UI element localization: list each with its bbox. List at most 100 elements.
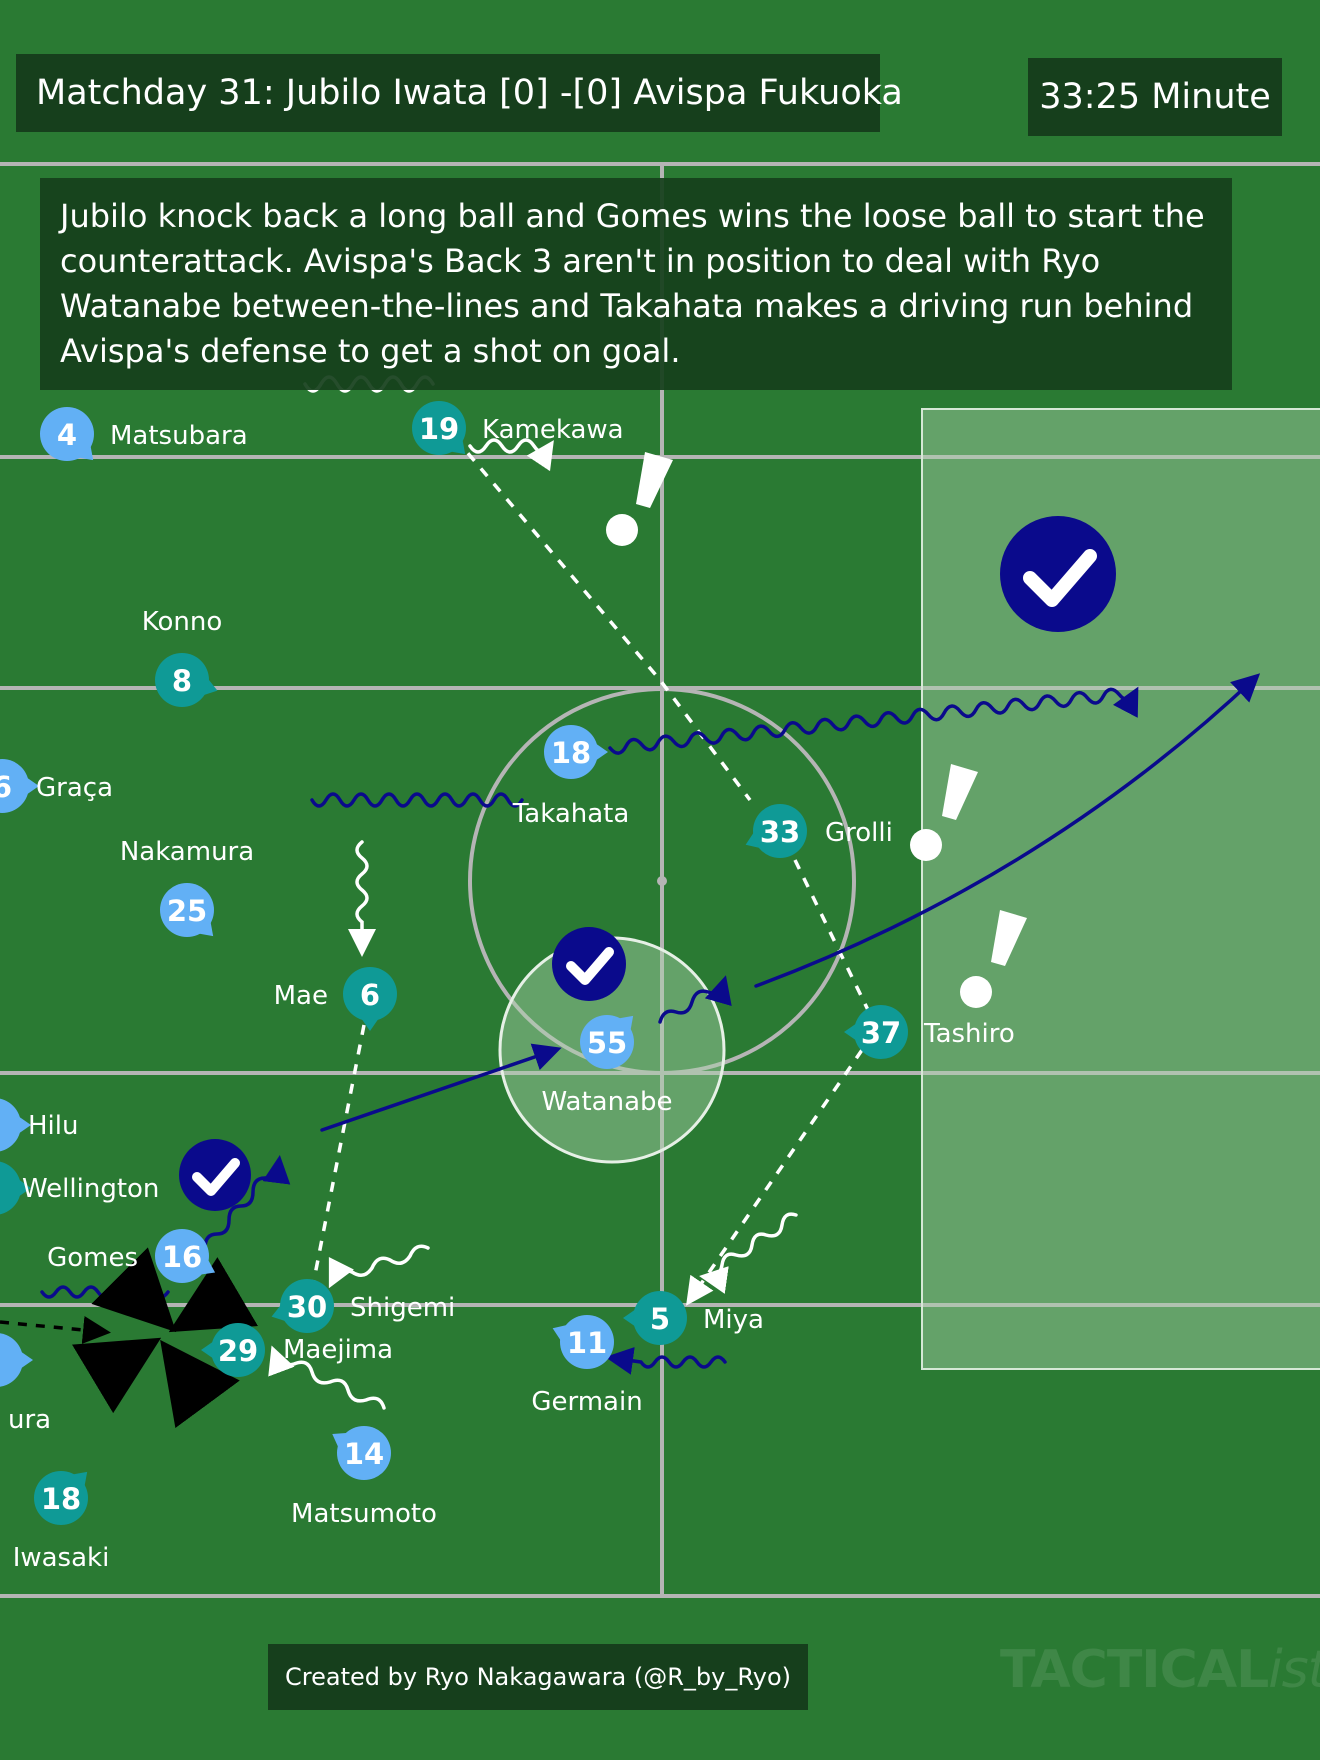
match-title: Matchday 31: Jubilo Iwata [0] -[0] Avisp… [16, 54, 903, 132]
centre-spot [657, 876, 667, 886]
move-kamekawa-2 [468, 438, 554, 472]
player-number: 6 [360, 978, 380, 1012]
run-watanabe-carry [658, 975, 732, 1024]
player-number: 4 [57, 418, 77, 452]
player-dot [155, 653, 209, 707]
run-germain [605, 1347, 727, 1375]
player-dot [854, 1005, 908, 1059]
match-minute: 33:25 Minute [1028, 58, 1282, 136]
player-dot [0, 1333, 23, 1387]
player-name: Gomes [47, 1243, 138, 1273]
player-number: 33 [760, 815, 800, 849]
player-dot [544, 725, 598, 779]
player-dot [633, 1291, 687, 1345]
move-shigemi [328, 1244, 430, 1289]
player-number: 14 [344, 1437, 384, 1471]
player-marker: 25 Nakamura [120, 837, 254, 937]
press-arrow-2 [168, 1257, 258, 1333]
player-direction-pointer [595, 743, 608, 761]
player-dot [40, 407, 94, 461]
player-dot [412, 401, 466, 455]
player-dot [34, 1471, 88, 1525]
player-dot [280, 1279, 334, 1333]
press-arrow-1 [91, 1247, 177, 1333]
exclamation-icon-dot [606, 514, 638, 546]
player-direction-pointer [623, 1309, 636, 1327]
player-direction-pointer [361, 1018, 379, 1031]
exclamation-icon-bar [942, 764, 978, 820]
penalty-area-highlight [921, 408, 1320, 1370]
check-icon-circle [1000, 516, 1116, 632]
run-gomes-carry [203, 1155, 291, 1250]
player-name: Nakamura [120, 837, 254, 867]
player-name: Graça [36, 773, 113, 803]
player-name: Konno [142, 607, 223, 637]
player-direction-pointer [844, 1023, 857, 1041]
player-name: Miya [703, 1305, 764, 1335]
player-number: 11 [567, 1326, 607, 1360]
player-dot [337, 1426, 391, 1480]
run-takahata-behind [608, 686, 1139, 755]
press-arrow-3 [71, 1337, 162, 1414]
watermark-italic: ista [1268, 1640, 1320, 1700]
player-number: 18 [41, 1482, 81, 1516]
player-number: 5 [650, 1302, 670, 1336]
player-dot [753, 804, 807, 858]
marking-line-kamekawa [453, 436, 752, 802]
player-number: 25 [167, 894, 207, 928]
player-direction-pointer [26, 777, 39, 795]
player-marker: 37 Tashiro [844, 1005, 1015, 1059]
player-marker: 8 Konno [142, 607, 223, 707]
player-number: 29 [218, 1334, 258, 1368]
move-maejima [268, 1345, 386, 1410]
centre-circle [468, 687, 856, 1075]
player-number: 37 [861, 1016, 901, 1050]
exclamation-icon [606, 452, 673, 546]
player-name: Shigemi [350, 1293, 455, 1323]
player-name: Hilu [28, 1111, 78, 1141]
player-name: Iwasaki [13, 1543, 110, 1573]
player-name: Wellington [22, 1174, 159, 1204]
move-mae [348, 840, 376, 957]
check-icon-tick [566, 947, 614, 985]
player-marker: Wellington [0, 1161, 159, 1215]
player-direction-pointer [18, 1179, 31, 1197]
play-description: Jubilo knock back a long ball and Gomes … [40, 178, 1232, 390]
player-marker: Hilu [0, 1098, 78, 1152]
player-dot [343, 967, 397, 1021]
watermark-logo: TACTICALista [1000, 1640, 1320, 1700]
marking-line-mae-shigemi [311, 1024, 366, 1286]
marking-line-grolli-tashiro [793, 859, 870, 1011]
player-dot [160, 883, 214, 937]
player-marker: 30 Shigemi [271, 1279, 455, 1333]
exclamation-icon-dot [910, 829, 942, 861]
player-direction-pointer [201, 1341, 214, 1359]
player-number: 16 [162, 1240, 202, 1274]
check-icon [179, 1139, 251, 1211]
player-name: Matsubara [110, 421, 248, 451]
player-number: 30 [287, 1290, 327, 1324]
player-marker: ura [0, 1333, 51, 1435]
player-name: Tashiro [923, 1019, 1015, 1049]
player-marker: 6 Graça [0, 759, 113, 813]
player-name: Germain [531, 1387, 642, 1417]
player-name: Kamekawa [482, 415, 624, 445]
exclamation-icon-dot [960, 976, 992, 1008]
marking-lines [311, 436, 870, 1306]
player-number: 18 [551, 736, 591, 770]
player-dot [211, 1323, 265, 1377]
player-number: 8 [172, 664, 192, 698]
player-number: 19 [419, 412, 459, 446]
player-marker: 16 Gomes [47, 1229, 216, 1283]
exclamation-icon [910, 764, 978, 861]
player-dot [155, 1229, 209, 1283]
player-number: 6 [0, 770, 12, 804]
check-icon-circle [179, 1139, 251, 1211]
